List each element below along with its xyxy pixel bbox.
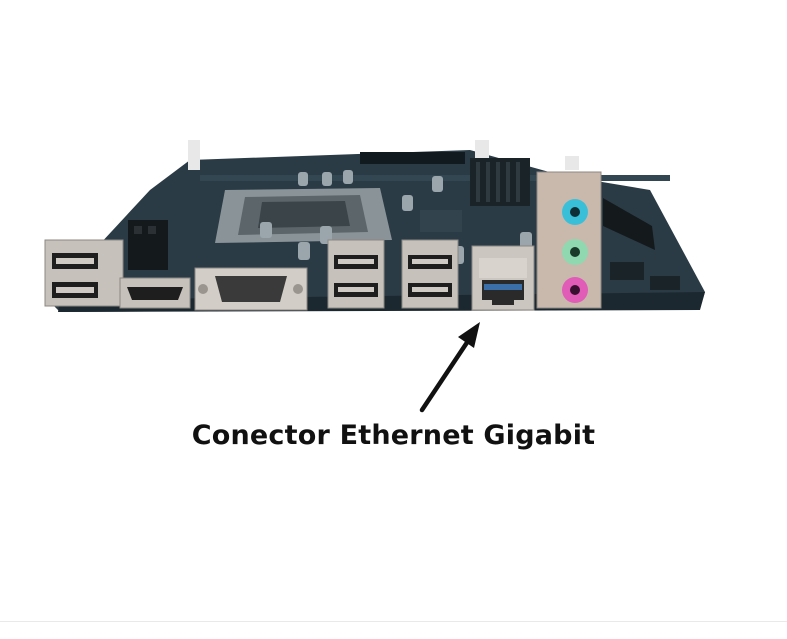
usb-port-middle-2 [401,239,459,309]
cpu-socket [215,188,392,243]
hdmi-port [119,277,191,309]
top-slot [188,140,579,170]
bottom-divider [0,621,787,622]
power-connector [128,220,168,270]
usb-port-middle-1 [327,239,385,309]
vga-port [194,267,308,311]
pcie-slot [603,198,655,250]
onboard-chips [420,210,680,290]
arrow-icon [419,322,480,413]
audio-jacks [536,171,602,309]
ethernet-port [471,245,535,311]
usb-port-left [44,239,124,307]
caption: Conector Ethernet Gigabit [191,420,596,451]
heatsink [470,158,530,206]
capacitors [260,170,532,264]
